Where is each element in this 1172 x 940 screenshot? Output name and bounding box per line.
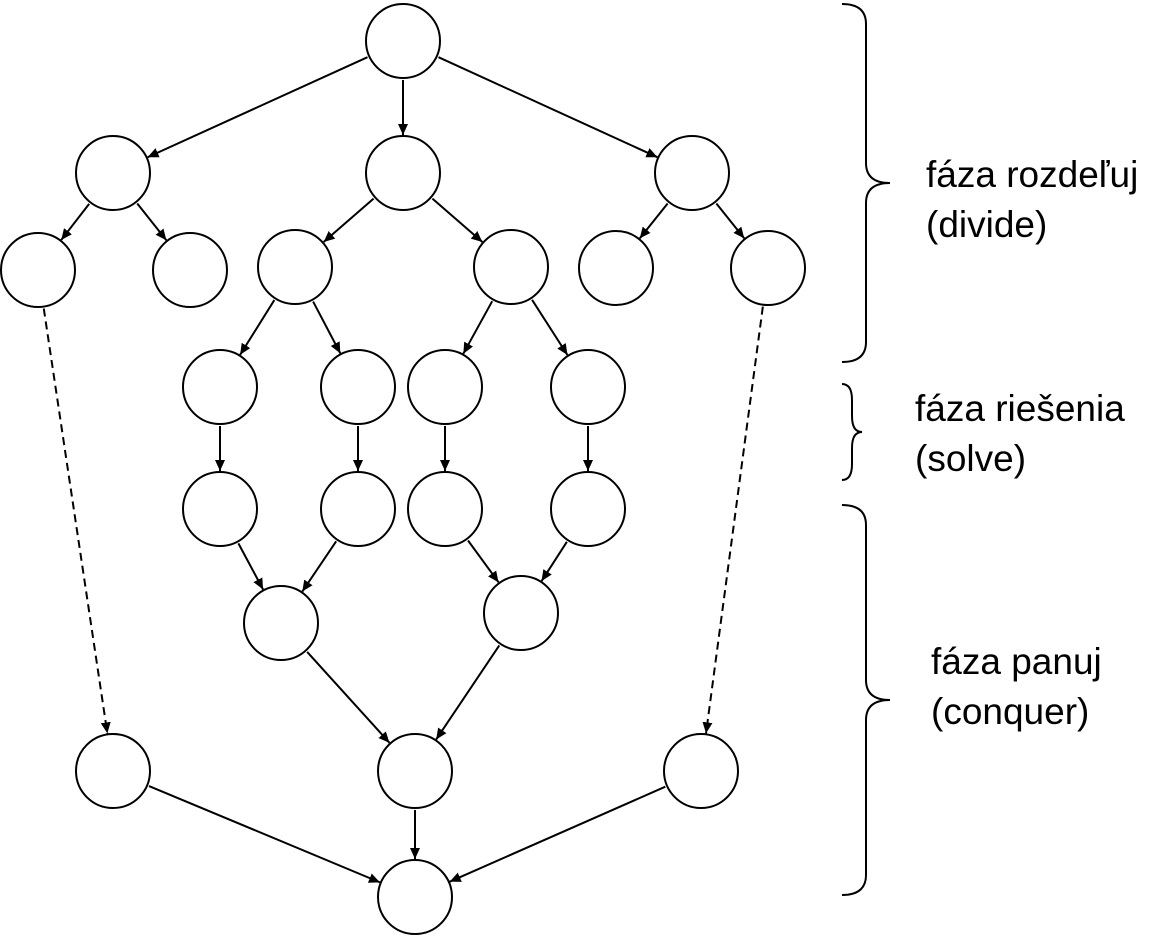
edge-merge-right-to-conquer-mid: [435, 644, 501, 741]
brace-solve-phase: [841, 383, 863, 481]
phase-label-conquer: fáza panuj (conquer): [931, 637, 1102, 737]
node-l4-c: [407, 471, 483, 547]
node-l2-f: [730, 230, 806, 306]
node-l1-right: [654, 135, 730, 211]
phase-label-solve: fáza riešenia (solve): [915, 384, 1125, 484]
edge-l1-right-to-l2-f: [715, 202, 746, 239]
edge-l4-a-to-merge-left: [237, 542, 264, 590]
node-l2-c: [257, 229, 333, 305]
edge-conquer-right-to-final: [449, 785, 666, 883]
node-l3-b: [320, 349, 396, 425]
edge-l4-d-to-merge-right: [540, 541, 568, 582]
node-l3-d: [550, 349, 626, 425]
edge-root-to-l1-right: [438, 56, 658, 159]
brace-conquer-phase: [841, 504, 891, 896]
edge-l1-right-to-l2-e: [638, 202, 669, 239]
node-conquer-mid: [377, 733, 453, 809]
edge-conquer-left-to-final: [148, 785, 381, 884]
node-l1-left: [75, 135, 151, 211]
edge-l2-d-to-l3-d: [531, 299, 569, 356]
brace-divide-phase: [841, 3, 891, 363]
phase-conquer-english: (conquer): [931, 691, 1090, 732]
node-l2-e: [578, 230, 654, 306]
edge-merge-left-to-conquer-mid: [306, 651, 391, 744]
node-l4-a: [182, 471, 258, 547]
node-final: [377, 859, 453, 935]
edge-l2-a-to-conquer-left: [42, 308, 111, 734]
phase-conquer-name: fáza panuj: [931, 641, 1102, 682]
node-l4-b: [320, 471, 396, 547]
node-l2-b: [152, 232, 228, 308]
edge-root-to-l1-left: [147, 56, 368, 159]
edges-layer: [42, 56, 764, 884]
node-l2-d: [473, 229, 549, 305]
node-l2-a: [0, 232, 76, 308]
phase-divide-english: (divide): [926, 204, 1048, 245]
edge-l1-mid-to-l2-d: [431, 197, 483, 243]
edge-l2-f-to-conquer-right: [702, 306, 764, 734]
node-merge-right: [483, 575, 559, 651]
node-conquer-left: [75, 733, 151, 809]
edge-l2-d-to-l3-c: [462, 300, 494, 355]
node-l3-c: [407, 349, 483, 425]
braces-layer: [841, 3, 891, 896]
edge-l4-b-to-merge-left: [301, 540, 337, 593]
node-conquer-right: [663, 733, 739, 809]
phase-solve-name: fáza riešenia: [915, 388, 1125, 429]
edge-l2-c-to-l3-a: [239, 299, 276, 356]
edge-l1-mid-to-l2-c: [323, 197, 375, 243]
phase-solve-english: (solve): [915, 438, 1027, 479]
nodes-layer: [0, 3, 806, 935]
node-root: [365, 3, 441, 79]
edge-l2-c-to-l3-b: [312, 301, 342, 354]
edge-l1-left-to-l2-b: [136, 202, 168, 241]
edge-l1-left-to-l2-a: [60, 203, 90, 241]
node-l4-d: [550, 471, 626, 547]
phase-label-divide: fáza rozdeľuj (divide): [926, 150, 1138, 250]
node-merge-left: [243, 585, 319, 661]
node-l3-a: [182, 349, 258, 425]
edge-l4-c-to-merge-right: [467, 539, 500, 583]
node-l1-mid: [365, 135, 441, 211]
phase-divide-name: fáza rozdeľuj: [926, 154, 1139, 195]
